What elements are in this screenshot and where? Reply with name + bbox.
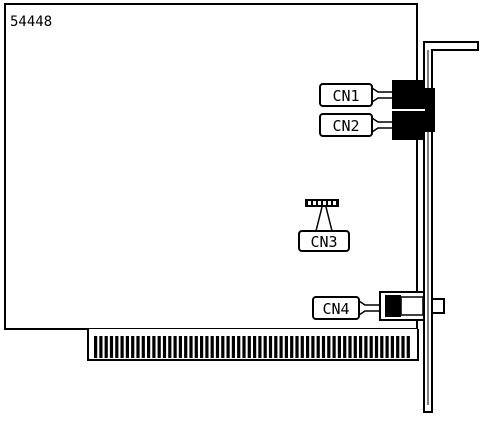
edge-finger	[226, 336, 230, 358]
edge-finger	[279, 336, 283, 358]
edge-finger	[348, 336, 352, 358]
edge-finger	[99, 336, 103, 358]
edge-finger	[306, 336, 310, 358]
edge-finger	[109, 336, 114, 358]
jack-cn4	[379, 291, 445, 321]
edge-finger	[406, 336, 410, 358]
edge-finger	[401, 336, 405, 358]
edge-finger	[152, 336, 156, 358]
edge-finger	[162, 336, 167, 358]
edge-finger	[120, 336, 124, 358]
edge-finger	[157, 336, 161, 358]
edge-finger	[258, 336, 262, 358]
edge-finger	[104, 336, 108, 358]
edge-finger	[364, 336, 368, 358]
edge-finger	[205, 336, 209, 358]
edge-finger	[311, 336, 315, 358]
edge-finger	[178, 336, 182, 358]
edge-finger	[189, 336, 193, 358]
edge-finger	[300, 336, 304, 358]
edge-finger	[147, 336, 151, 358]
edge-finger	[374, 336, 379, 358]
edge-finger	[337, 336, 341, 358]
edge-finger	[359, 336, 363, 358]
edge-finger	[385, 336, 389, 358]
edge-finger	[242, 336, 246, 358]
edge-finger	[253, 336, 257, 358]
edge-finger	[210, 336, 214, 358]
edge-finger	[284, 336, 288, 358]
db-connector	[392, 80, 435, 140]
edge-finger	[215, 336, 220, 358]
edge-finger	[380, 336, 384, 358]
edge-finger	[94, 336, 98, 358]
edge-finger	[343, 336, 347, 358]
edge-finger	[247, 336, 251, 358]
edge-finger	[231, 336, 235, 358]
edge-finger	[290, 336, 294, 358]
edge-finger	[237, 336, 241, 358]
cn4-label: CN4	[322, 300, 349, 318]
edge-finger	[274, 336, 278, 358]
callout-cn1: CN1	[319, 83, 392, 107]
edge-finger	[369, 336, 373, 358]
edge-connector	[87, 329, 419, 361]
edge-finger	[321, 336, 326, 358]
callout-cn3: CN3	[298, 206, 350, 252]
edge-finger	[221, 336, 225, 358]
edge-finger	[115, 336, 119, 358]
edge-finger	[396, 336, 400, 358]
edge-finger	[168, 336, 172, 358]
edge-finger	[268, 336, 273, 358]
edge-finger	[141, 336, 145, 358]
edge-finger	[332, 336, 336, 358]
cn2-label: CN2	[332, 117, 359, 135]
circuit-board-outline	[4, 3, 418, 330]
edge-finger	[136, 336, 140, 358]
edge-finger	[263, 336, 267, 358]
cn3-label: CN3	[310, 233, 337, 251]
edge-finger	[194, 336, 198, 358]
jumper-header-cn3	[305, 199, 339, 207]
edge-finger	[316, 336, 320, 358]
edge-finger	[173, 336, 177, 358]
edge-finger	[184, 336, 188, 358]
edge-finger	[131, 336, 135, 358]
edge-connector-fingers	[94, 336, 410, 358]
edge-finger	[353, 336, 357, 358]
callout-cn4: CN4	[312, 296, 380, 320]
edge-finger	[327, 336, 331, 358]
edge-finger	[125, 336, 129, 358]
cn1-label: CN1	[332, 87, 359, 105]
board-id-label: 54448	[10, 14, 52, 30]
edge-finger	[200, 336, 204, 358]
callout-cn2: CN2	[319, 113, 392, 137]
edge-finger	[390, 336, 394, 358]
edge-finger	[295, 336, 299, 358]
